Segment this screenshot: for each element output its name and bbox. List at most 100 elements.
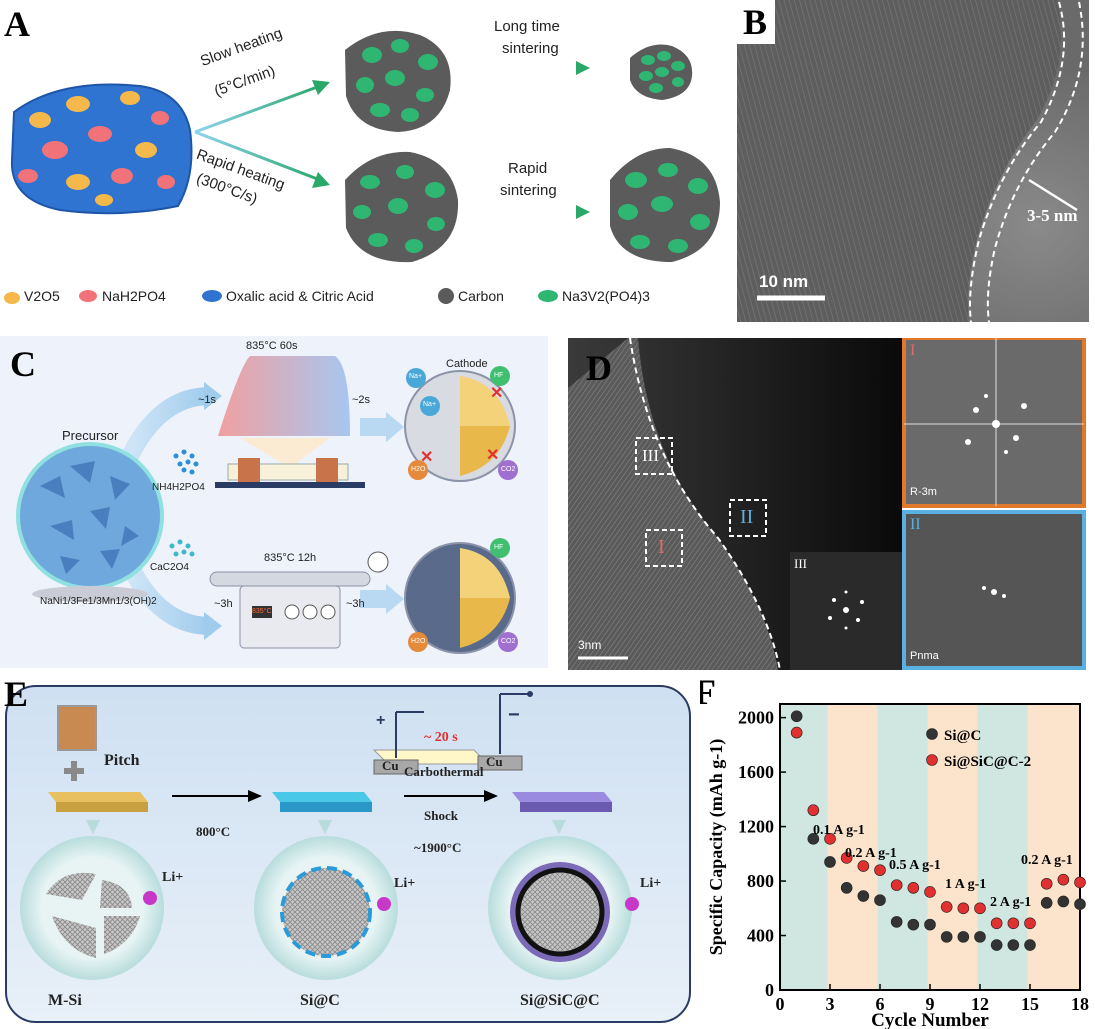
rate-band [977,704,1028,990]
si-c-slab [280,802,372,812]
rate-band [827,704,878,990]
rate-label: 0.1 A g-1 [813,823,865,838]
si-sic-c-slab [520,802,612,812]
region-ii-label: II [740,506,754,528]
v2o5-icon [4,292,20,304]
nah2po4-icon [79,290,97,302]
si-sic-c-point [957,902,970,915]
pitch-label: Pitch [104,752,140,769]
negative-terminal: − [508,704,520,726]
thickness-arrow [1028,178,1078,212]
si-c-point [940,931,953,943]
si-c-point [1007,939,1020,951]
hf-label-top: HF [494,372,504,379]
si-c-point [974,931,986,943]
panel-e-schematic [5,685,691,1023]
rate-band [877,704,928,990]
cac2o4-label: CaC2O4 [150,562,189,573]
shock-time: ~ 20 s [424,730,458,745]
rate-band [1027,704,1080,990]
long-sintering-arrow [576,61,590,75]
scale-bar-d-label: 3nm [578,638,602,652]
tube-furnace [209,551,389,649]
li-label-1: Li+ [162,870,184,885]
li-ion-2 [377,897,391,911]
temp-800c: 800°C [196,824,231,839]
y-tick-label: 0 [765,980,774,1000]
ramp-up: ~1s [198,394,217,406]
si-c-point [924,918,936,931]
si-c-point [857,890,870,902]
carbon-icon [438,288,454,304]
process-label-2: Shock [424,808,458,823]
acid-icon [202,290,222,302]
si-c-point [907,918,920,931]
legend-nah2po4: NaH2PO4 [102,288,166,304]
legend-label: Si@SiC@C-2 [944,754,1031,770]
legend-acid: Oxalic acid & Citric Acid [226,288,374,304]
si-c-core [280,866,372,958]
na-ion-label-1: Na+ [409,373,423,380]
ramp-down: ~2s [352,394,371,406]
na-ion-label-2: Na+ [423,401,437,408]
y-axis-label: Specific Capacity (mAh g-1) [706,739,727,955]
arrow-800c [248,790,262,802]
positive-terminal: + [376,712,386,729]
rapid-heating-arrow [194,130,321,182]
si-c-point [1040,897,1053,909]
precursor-particles [18,91,175,206]
x-tick-label: 15 [1021,994,1039,1014]
panel-label-b: B [737,0,776,44]
top-condition: 835°C 60s [246,340,298,352]
co2-label-top: CO2 [501,466,516,473]
m-si-bubble [20,836,164,980]
panel-d-images [568,338,1086,670]
process-label-1: Carbothermal [404,764,484,779]
rapid-sintering-label-1: Rapid [508,160,548,177]
panel-a: A [0,0,730,320]
si-c-point [1057,895,1070,908]
legend-v2o5: V2O5 [24,288,60,304]
fft-inset-spots [828,590,864,630]
x-tick-label: 9 [926,994,935,1014]
panel-a-schematic [4,30,720,304]
rapid-sintering-arrow [576,205,590,219]
li-ion-1 [143,891,157,905]
si-c-point [840,882,853,894]
si-sic-c-core [515,867,605,957]
x-tick-label: 6 [876,994,885,1014]
rapid-sintered-particle [610,148,720,262]
tem-lattice [737,0,1089,322]
si-c-point [824,856,836,868]
precursor-sphere [16,442,164,602]
block-mark-co2: ✕ [486,447,499,464]
si-sic-c-point [1007,917,1020,930]
hf-label-bottom: HF [494,544,504,551]
bottom-condition: 835°C 12h [264,552,317,564]
rate-band [780,704,828,990]
li-ion-3 [625,897,639,911]
si-c-point [990,939,1003,951]
y-tick-label: 2000 [738,708,774,728]
long-sintering-label-2: sintering [502,40,559,57]
thermal-shock-profile [218,356,350,436]
si-sic-c-point [1024,917,1036,930]
scale-bar-label: 10 nm [759,272,809,291]
panel-label-a: A [4,4,30,44]
si-sic-c-point [940,901,953,913]
li-label-3: Li+ [640,876,662,891]
cathode-particle-bottom [404,538,518,654]
cool-time: ~3h [346,598,365,610]
cathode-label: Cathode [446,358,488,370]
si-c-point [874,894,886,906]
m-si-slab [56,802,148,812]
y-tick-label: 1200 [738,817,774,837]
long-sintering-label-1: Long time [494,18,560,35]
fft-ii-label: II [910,516,921,533]
legend-nvp: Na3V2(PO4)3 [562,288,650,304]
panel-label-c: C [10,344,36,384]
pitch-beaker [57,705,97,751]
si-sic-c-label: Si@SiC@C [520,992,600,1009]
si-sic-c-point [857,860,870,872]
rapid-carbon-particle [345,151,459,263]
